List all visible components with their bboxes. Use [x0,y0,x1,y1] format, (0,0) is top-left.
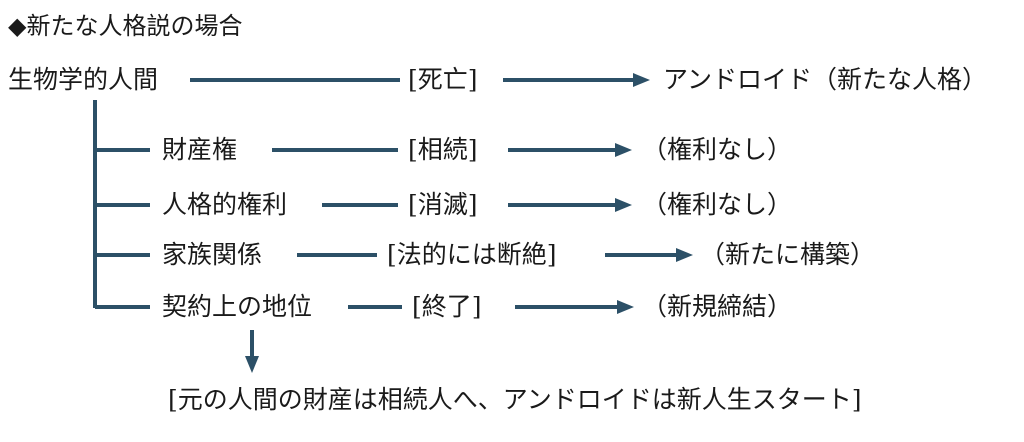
row-event: [消滅] [408,190,478,219]
row-label: 家族関係 [162,240,263,269]
row-label: 人格的権利 [162,190,288,219]
row-event: [法的には断絶] [387,240,557,269]
arrow-head [245,356,259,373]
row-label: 契約上の地位 [162,292,313,321]
row-label: 財産権 [162,135,238,164]
row-result: （新たに構築） [700,240,876,269]
summary-note: [元の人間の財産は相続人へ、アンドロイドは新人生スタート] [168,385,862,414]
arrow-head [615,143,632,157]
row-result: （権利なし） [642,135,793,164]
root-result: アンドロイド（新たな人格） [663,65,988,94]
row-event: [相続] [408,135,478,164]
root-event: [死亡] [408,65,478,94]
page-title: ◆新たな人格説の場合 [8,12,243,40]
arrow-head [617,300,634,314]
arrow-head [676,248,693,262]
row-event: [終了] [412,292,482,321]
root-label: 生物学的人間 [8,65,159,94]
arrow-head [633,73,650,87]
row-result: （新規締結） [642,292,793,321]
row-result: （権利なし） [642,190,793,219]
arrow-head [615,198,632,212]
